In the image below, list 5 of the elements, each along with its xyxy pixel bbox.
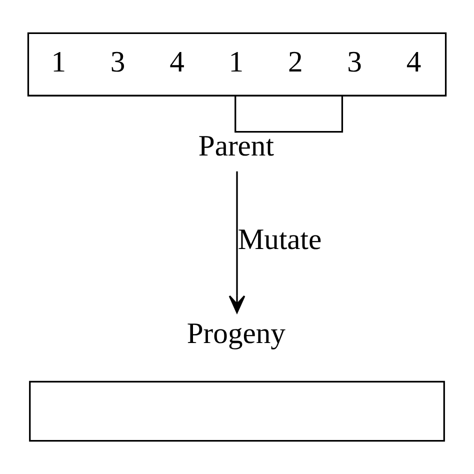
node-label: Parent <box>198 130 274 162</box>
edge-label: Mutate <box>238 224 322 256</box>
node-label: Progeny <box>186 318 286 350</box>
node-box <box>29 380 445 442</box>
arrow <box>228 171 246 314</box>
